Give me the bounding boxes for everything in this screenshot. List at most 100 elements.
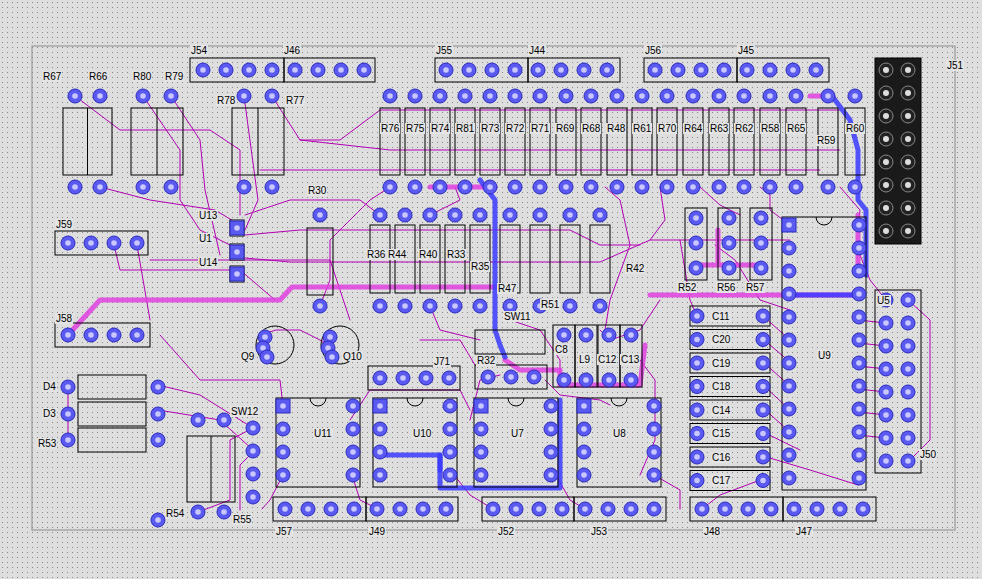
pad-hole [651,449,657,455]
copper-trace [245,200,380,215]
pad-hole [531,374,537,380]
part-designator: C16 [711,452,731,463]
round-pad [879,339,893,353]
pin-hole [883,182,889,188]
pad-hole [221,417,227,423]
round-pad [503,208,517,222]
part-designator: C18 [711,381,731,392]
pad-hole [262,334,268,340]
part-designator: R66 [88,71,108,82]
pad-hole [856,429,862,435]
capacitor-body [575,325,597,387]
pin-pad [901,86,915,100]
part-designator: C8 [554,344,569,355]
pad-hole [478,472,484,478]
pad-hole [462,184,468,190]
pin-hole [883,113,889,119]
round-pad [584,180,598,194]
header-outline [190,58,284,82]
pad-hole [760,454,766,460]
round-pad [433,89,447,103]
header-outline [482,497,574,521]
round-pad [93,89,107,103]
header-outline [273,497,366,521]
pad-hole [651,403,657,409]
round-pad [313,299,327,313]
pad-hole [675,67,681,73]
round-pad [782,264,796,278]
round-pad [533,208,547,222]
round-pad [789,89,803,103]
round-pad [577,63,591,77]
part-designator: J51 [946,60,964,71]
part-designator: U8 [612,428,627,439]
ic-notch [310,398,326,406]
copper-trace [380,400,560,488]
pad-hole [760,337,766,343]
pad-hole [786,314,792,320]
pad-hole [537,212,543,218]
round-pad [718,502,732,516]
pad-hole [462,93,468,99]
pad-hole [241,93,247,99]
round-pad [164,89,178,103]
part-designator: R36 [366,249,386,260]
pad-hole [377,449,383,455]
square-pad [230,267,244,281]
copper-trace [68,287,495,335]
pin-pad [879,201,893,215]
pad-hole [280,403,286,409]
round-pad [486,502,500,516]
pad-hole [536,506,542,512]
pin-hole [905,136,911,142]
pad-hole [581,67,587,73]
pin-pad [901,201,915,215]
part-designator: R81 [455,123,475,134]
pad-hole [768,506,774,512]
diode-body [78,375,146,399]
pad-hole [412,184,418,190]
resistor-body [307,228,333,295]
pin-hole [883,205,889,211]
part-designator: U7 [510,428,525,439]
round-pad [508,180,522,194]
pad-hole [65,332,71,338]
pad-hole [423,375,429,381]
pad-hole [402,303,408,309]
pad-hole [726,215,732,221]
round-pad [764,502,778,516]
pad-hole [905,320,911,326]
pad-hole [400,375,406,381]
resistor-body [430,108,450,175]
round-pad [593,208,607,222]
round-pad [848,89,862,103]
round-pad [690,356,704,370]
pad-hole [856,222,862,228]
round-pad [624,502,638,516]
part-designator: R67 [42,71,62,82]
pad-hole [65,384,71,390]
pad-hole [760,478,766,484]
round-pad [483,89,497,103]
resistor-body [607,108,627,175]
pad-hole [88,240,94,246]
pad-hole [437,184,443,190]
pad-hole [760,384,766,390]
pad-hole [513,506,519,512]
pad-hole [250,471,256,477]
resistor-body [845,108,865,175]
pad-hole [905,458,911,464]
pad-hole [860,506,866,512]
resistor-body [530,108,550,175]
round-pad [555,502,569,516]
round-pad [879,316,893,330]
round-pad [532,502,546,516]
pad-hole [664,184,670,190]
ic-package [230,220,244,236]
pad-hole [883,435,889,441]
round-pad [635,180,649,194]
pad-hole [537,184,543,190]
ic-notch [816,217,832,225]
header-outline [644,58,737,82]
pad-hole [760,407,766,413]
